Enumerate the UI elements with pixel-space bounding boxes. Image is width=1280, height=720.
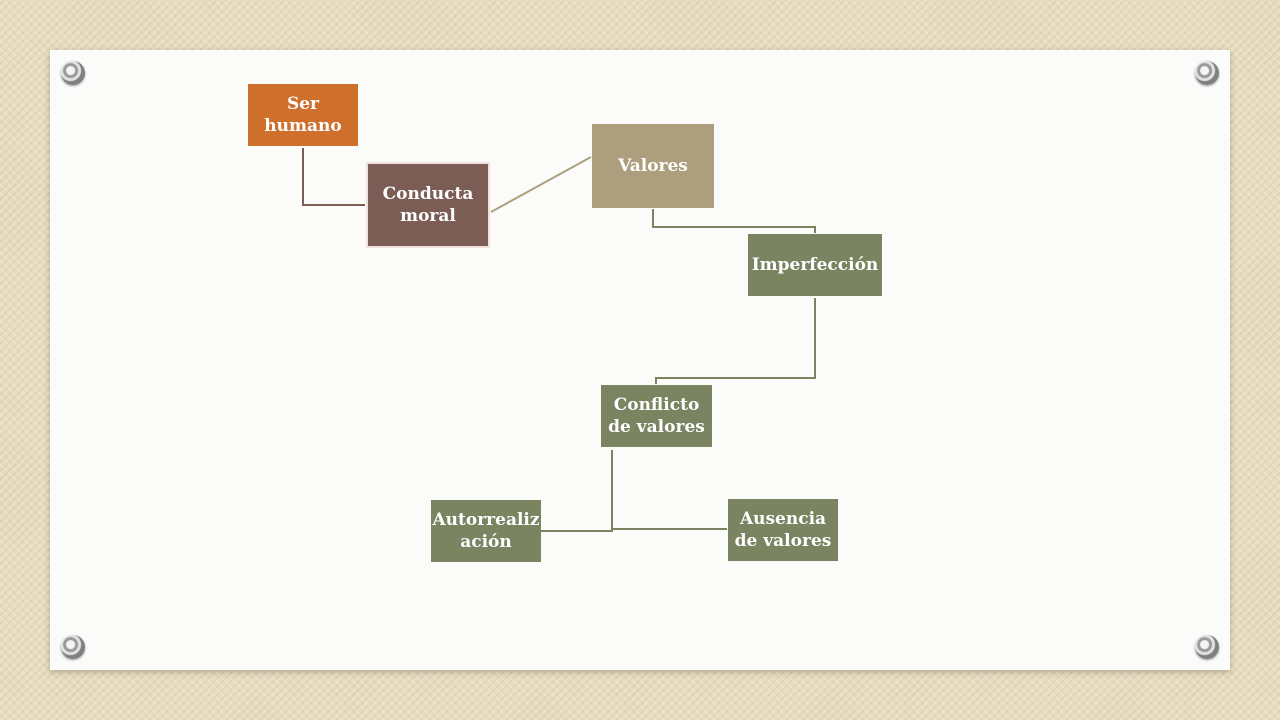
pin-top-left-icon xyxy=(61,61,85,85)
edge-valores-imperfeccion xyxy=(652,209,816,233)
edge-imperfeccion-conflicto xyxy=(655,298,816,384)
edge-conducta-moral-valores xyxy=(490,156,592,213)
pin-bottom-left-icon xyxy=(61,635,85,659)
node-conflicto-de-valores: Conflicto de valores xyxy=(601,385,712,447)
pin-bottom-right-icon xyxy=(1195,635,1219,659)
node-ser-humano: Ser humano xyxy=(248,84,358,146)
edge-ser-humano-conducta-moral xyxy=(302,148,365,206)
node-valores: Valores xyxy=(592,124,714,208)
node-autorrealizacion: Autorrealiz ación xyxy=(431,500,541,562)
edge-conflicto-autorrealizacion xyxy=(541,450,613,532)
node-conducta-moral: Conducta moral xyxy=(366,162,490,248)
node-imperfeccion: Imperfección xyxy=(748,234,882,296)
pin-top-right-icon xyxy=(1195,61,1219,85)
node-ausencia-de-valores: Ausencia de valores xyxy=(728,499,838,561)
